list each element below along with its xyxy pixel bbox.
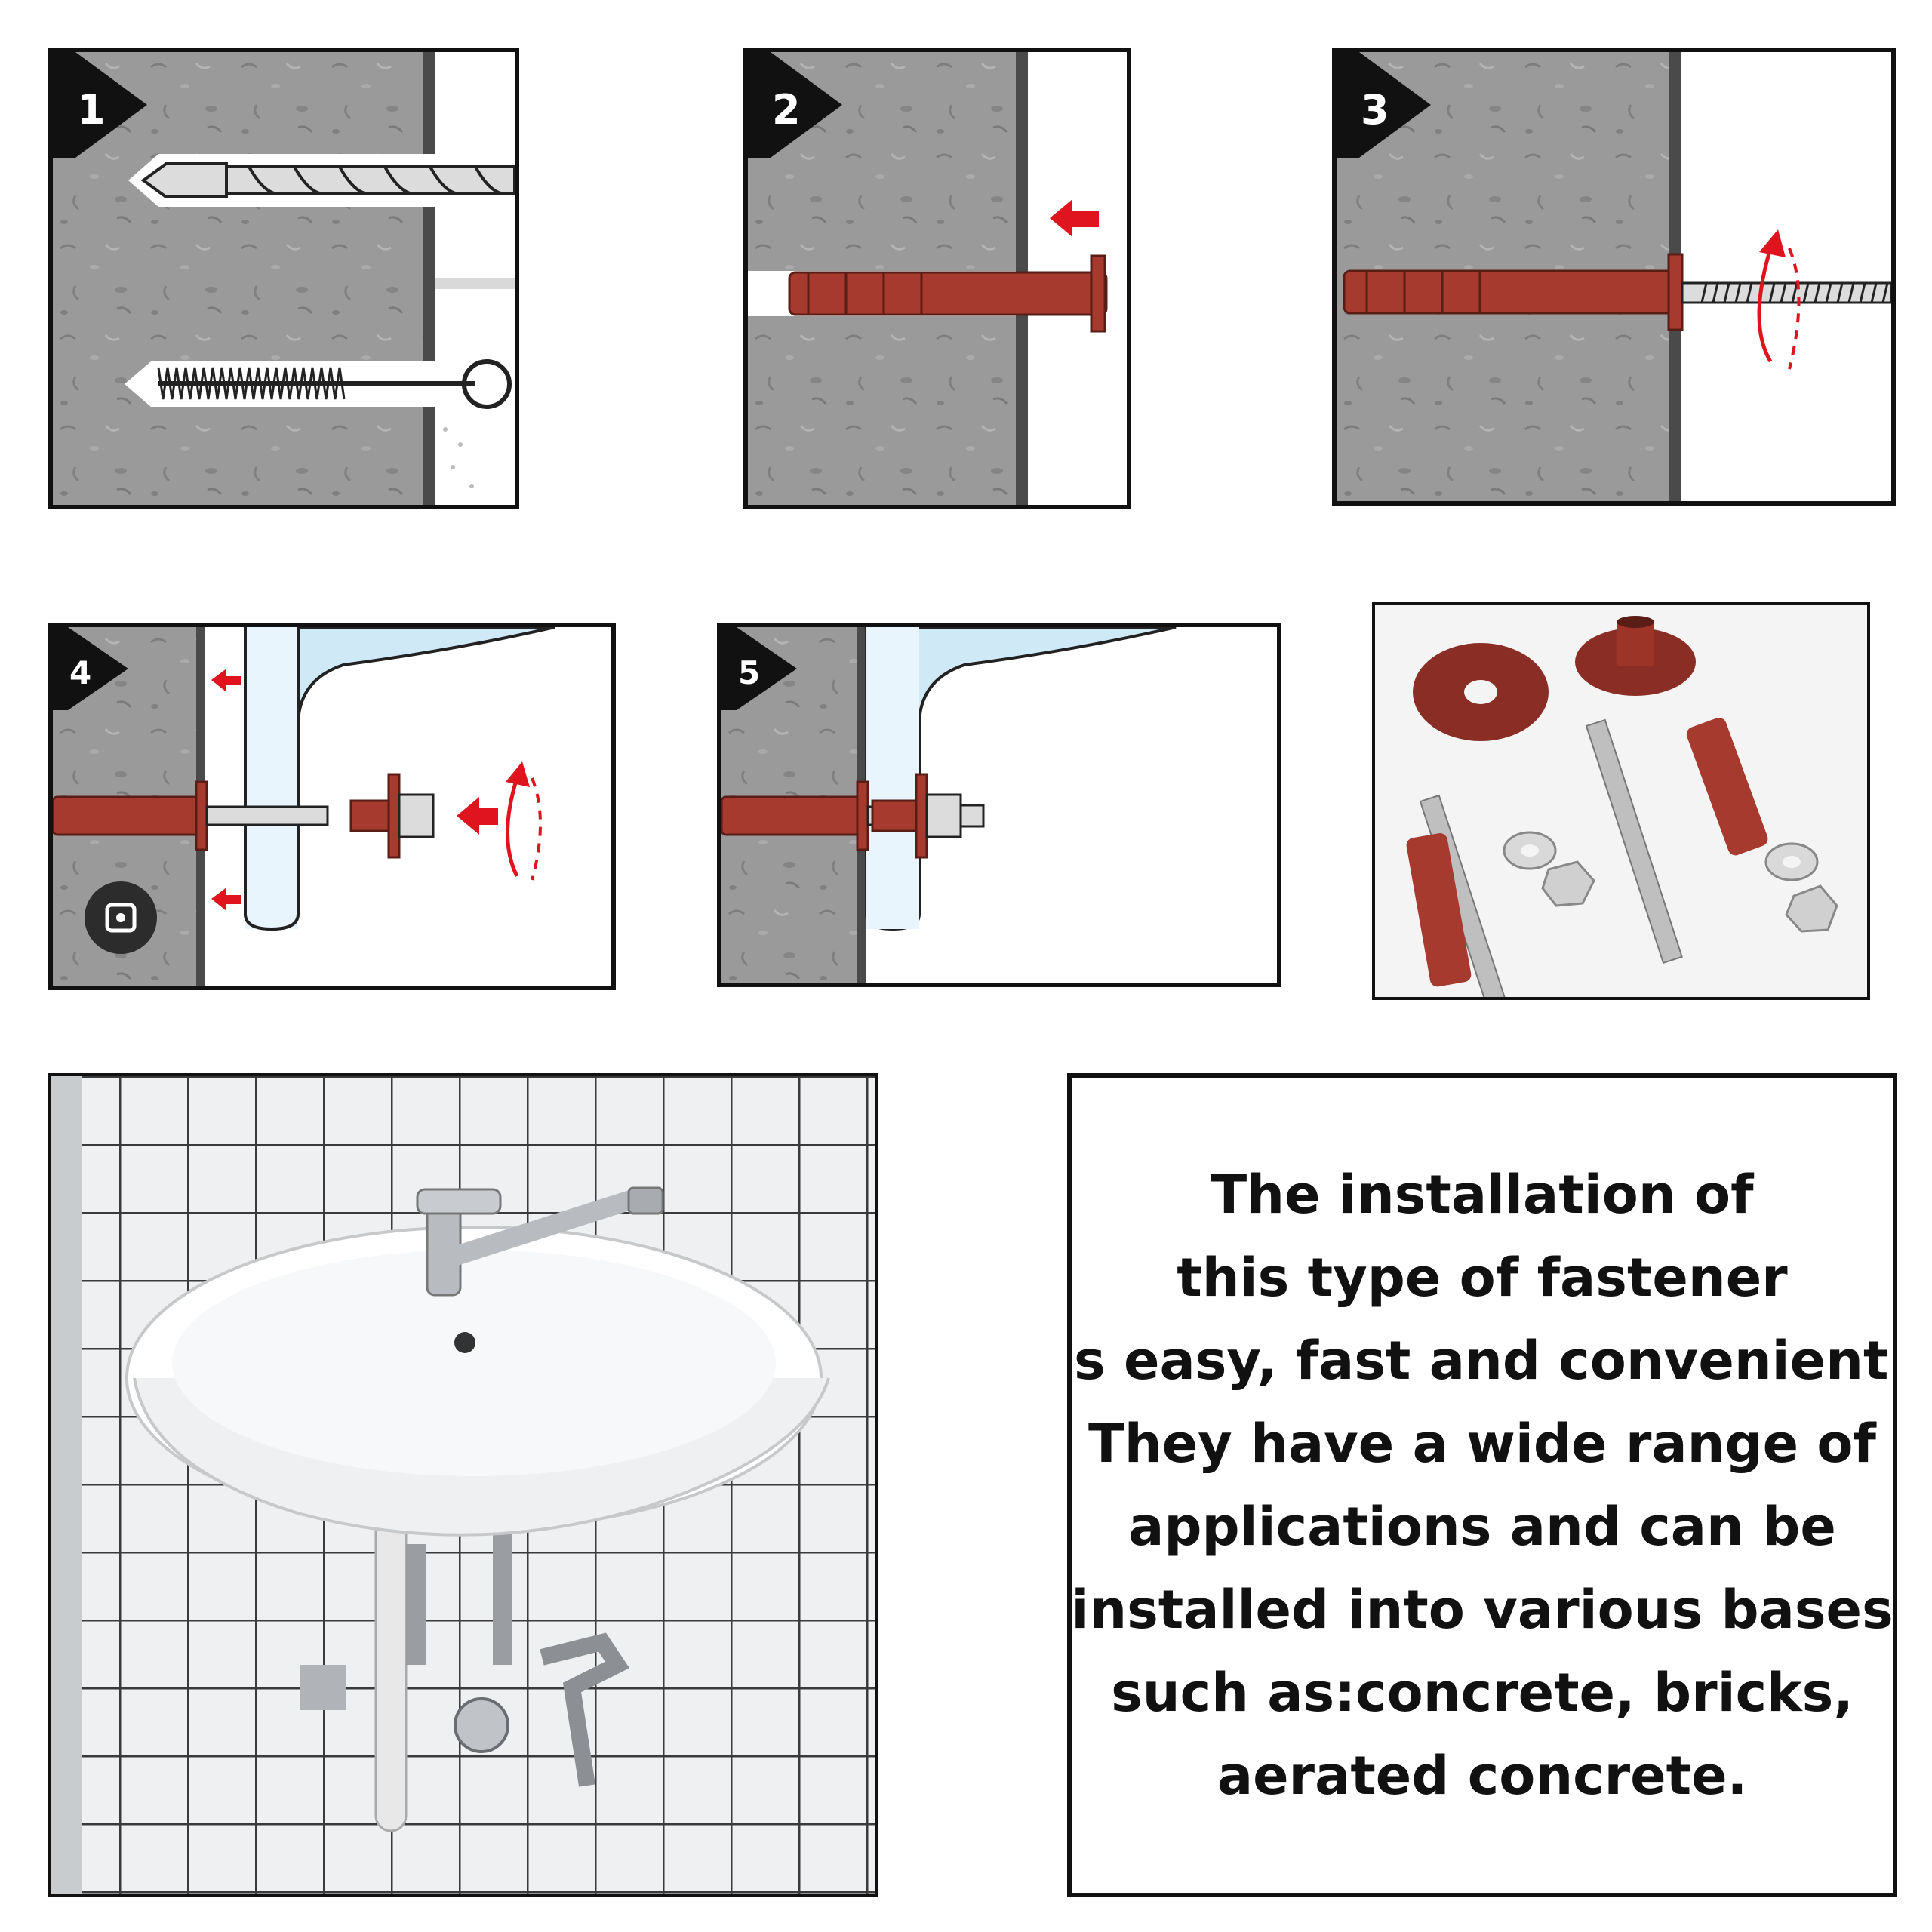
nut-washer <box>871 773 985 859</box>
step-5-panel: 5 <box>717 623 1281 987</box>
wall-plug <box>1686 718 1768 856</box>
arrow-left-icon <box>457 797 498 835</box>
rotate-arrow-icon <box>506 777 519 878</box>
step-badge: 1 <box>53 52 147 158</box>
description-text: The installation of this type of fastene… <box>1067 1153 1897 1817</box>
step-2-illustration: 2 <box>748 52 1127 505</box>
description-line: They have a wide range of <box>1088 1413 1876 1475</box>
rotate-arrow-icon <box>1757 248 1773 363</box>
step-number: 2 <box>772 86 801 134</box>
step-3-illustration: 3 <box>1337 52 1891 501</box>
step-number: 3 <box>1361 86 1389 134</box>
step-1-illustration: 1 <box>53 52 515 505</box>
wall-plug <box>1406 833 1472 987</box>
brush-icon <box>125 359 512 488</box>
step-2-panel: 2 <box>743 48 1131 509</box>
product-kit-illustration <box>1375 605 1867 997</box>
mounted-sink-illustration <box>51 1076 875 1894</box>
step-5-illustration: 5 <box>721 627 1277 983</box>
step-1-panel: 1 <box>48 48 519 509</box>
step-number: 4 <box>69 654 91 691</box>
wash-basin <box>125 1226 830 1537</box>
wall-plug <box>1343 253 1684 331</box>
description-line: aerated concrete. <box>1217 1745 1748 1807</box>
arrow-left-icon <box>211 669 242 692</box>
threaded-rod <box>205 805 329 826</box>
threaded-rod <box>1681 281 1891 304</box>
description-box: The installation of this type of fastene… <box>1067 1073 1897 1897</box>
step-3-panel: 3 <box>1332 48 1896 506</box>
step-4-illustration: 4 <box>53 627 611 986</box>
wall-plug <box>788 254 1108 333</box>
arrow-left-icon <box>211 888 242 911</box>
description-line: applications and can be <box>1128 1496 1836 1558</box>
step-4-panel: 4 <box>48 623 616 990</box>
drill-bit-icon <box>128 154 515 207</box>
wall-plug <box>721 780 869 851</box>
threaded-rod <box>1585 718 1683 964</box>
pipes <box>300 1512 630 1832</box>
faucet <box>416 1186 664 1297</box>
product-photo <box>1372 602 1870 1000</box>
arrow-left-icon <box>1050 199 1099 237</box>
description-line: is easy, fast and convenient. <box>1067 1330 1897 1392</box>
description-line: this type of fastener <box>1177 1247 1788 1309</box>
step-number: 1 <box>77 86 106 134</box>
sink-photo <box>48 1073 878 1897</box>
description-line: installed into various bases <box>1071 1579 1894 1641</box>
nut-washer <box>349 773 435 859</box>
step-number: 5 <box>738 654 760 691</box>
description-line: The installation of <box>1211 1164 1754 1226</box>
description-line: such as:concrete, bricks, <box>1111 1662 1854 1724</box>
